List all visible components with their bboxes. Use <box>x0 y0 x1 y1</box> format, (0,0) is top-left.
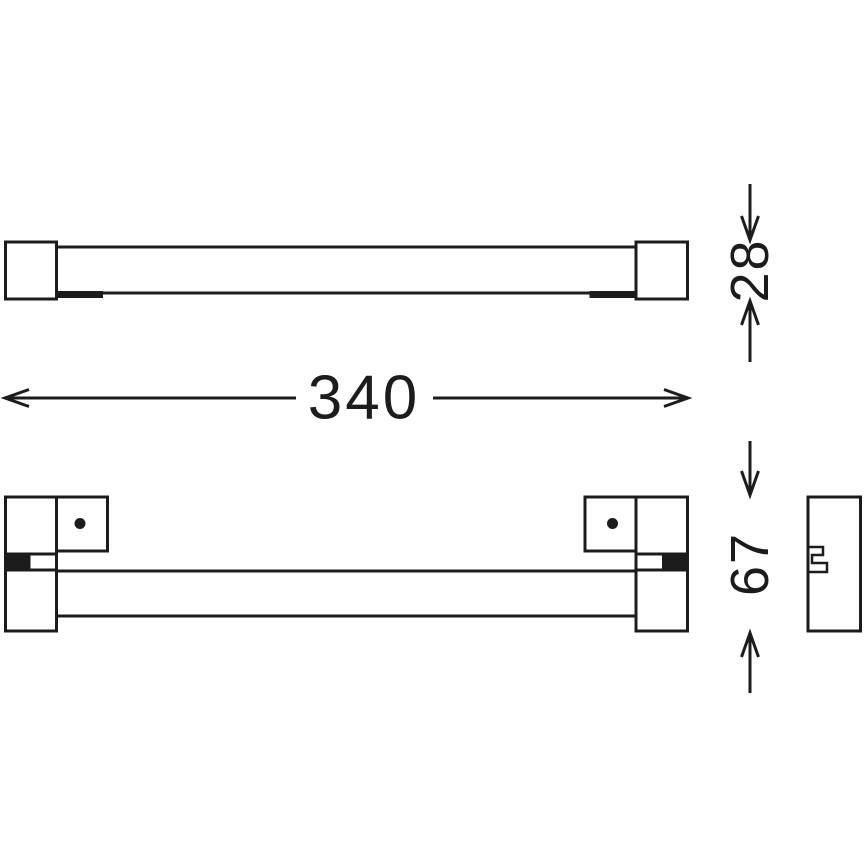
top-view-right-trim <box>589 291 636 298</box>
arrow-down-icon <box>740 470 760 500</box>
arrow-down-icon <box>740 215 760 245</box>
dim-340-value: 340 <box>308 364 420 433</box>
side-view <box>806 495 862 633</box>
dim-67-value: 67 <box>720 532 780 596</box>
side-view-body <box>806 495 862 633</box>
arrow-right-icon <box>663 388 693 408</box>
left-screw-icon <box>74 518 86 529</box>
right-screw-icon <box>607 518 618 529</box>
top-view-bar <box>55 245 638 295</box>
top-view <box>4 240 689 301</box>
top-view-right-endcap <box>634 240 689 301</box>
front-view-bar <box>55 569 638 618</box>
arrow-up-icon <box>740 628 760 658</box>
front-view-left-mounting-plate <box>55 495 109 553</box>
top-view-left-endcap <box>4 240 58 301</box>
top-view-left-trim <box>57 291 103 298</box>
height-dimension-top-view: 28 <box>720 184 780 362</box>
height-dimension-front-view: 67 <box>720 441 780 693</box>
front-view-left-bracket <box>5 554 31 570</box>
arrow-left-icon <box>0 388 30 408</box>
side-view-clip-detail <box>808 545 829 574</box>
width-dimension: 340 <box>0 364 693 433</box>
arrow-up-icon <box>740 296 760 326</box>
front-view-right-bracket <box>662 554 688 570</box>
dim-28-value: 28 <box>720 238 780 302</box>
front-view <box>4 495 689 633</box>
